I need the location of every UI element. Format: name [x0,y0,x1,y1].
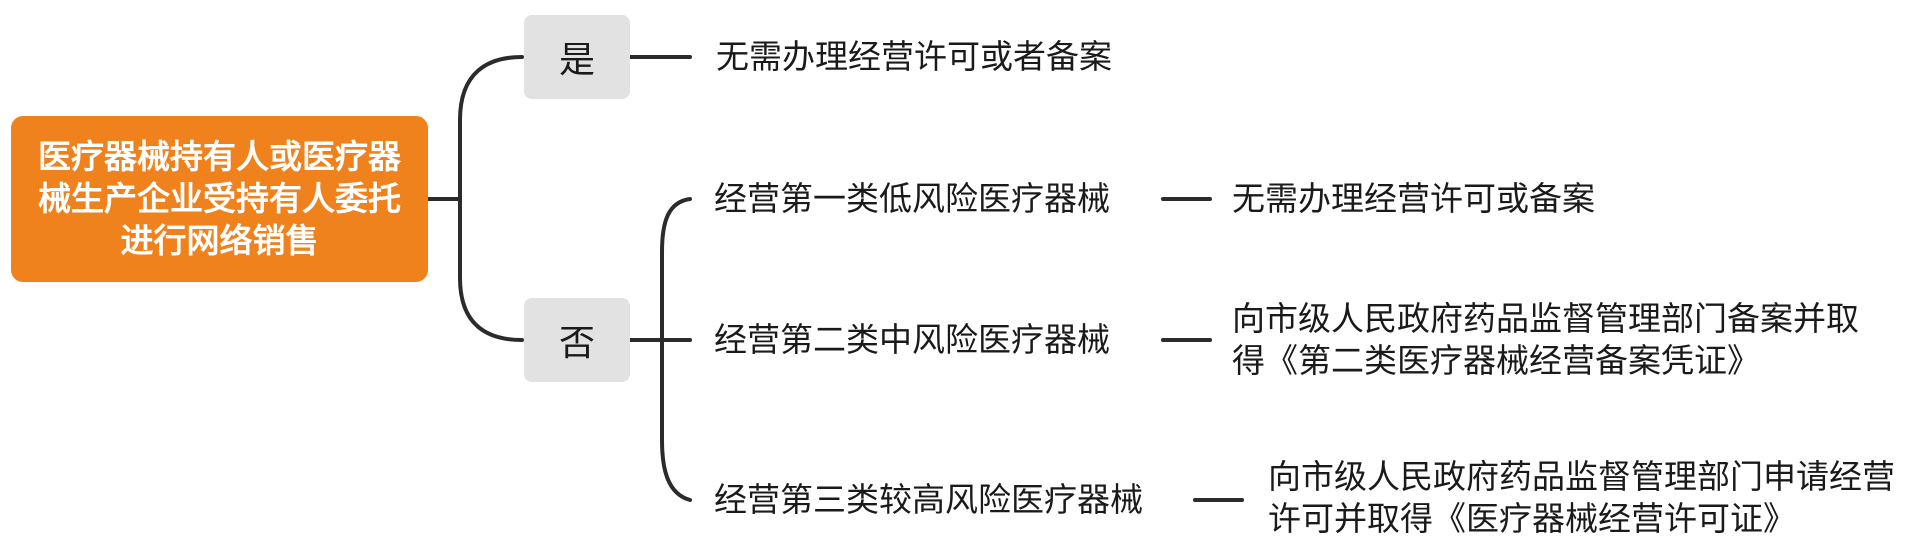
outcome-class-2: 向市级人民政府药品监督管理部门备案并取得《第二类医疗器械经营备案凭证》 [1232,299,1859,380]
category-class-3: 经营第三类较高风险医疗器械 [714,480,1143,519]
outcome-class-1: 无需办理经营许可或备案 [1232,179,1595,218]
yes-outcome: 无需办理经营许可或者备案 [716,37,1112,76]
no-node: 否 [524,298,630,382]
yes-label: 是 [558,40,595,81]
no-label: 否 [558,323,595,364]
root-label: 医疗器械持有人或医疗器械生产企业受持有人委托进行网络销售 [38,137,401,260]
outcome-class-3: 向市级人民政府药品监督管理部门申请经营许可并取得《医疗器械经营许可证》 [1268,457,1895,538]
root-node: 医疗器械持有人或医疗器械生产企业受持有人委托进行网络销售 [11,116,428,282]
category-class-2: 经营第二类中风险医疗器械 [714,320,1110,359]
category-class-1: 经营第一类低风险医疗器械 [714,179,1110,218]
yes-node: 是 [524,15,630,99]
